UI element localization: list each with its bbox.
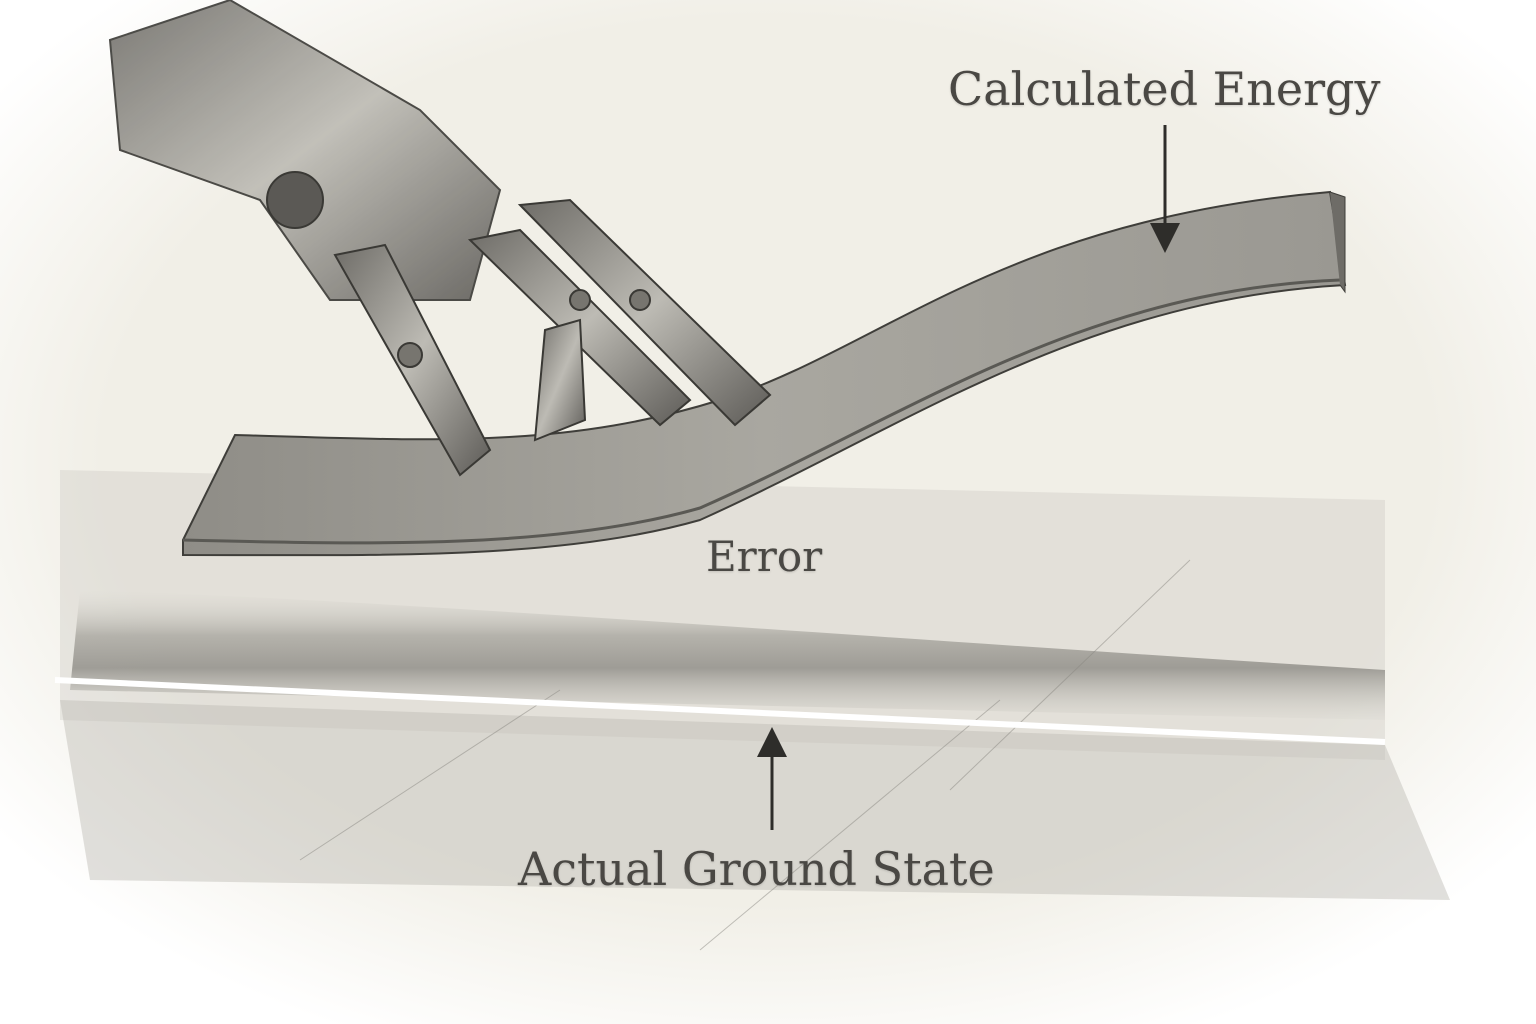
error-label: Error [706, 532, 823, 581]
actual-ground-state-label: Actual Ground State [518, 842, 995, 896]
ground-state-line [54, 677, 1386, 745]
calculated-energy-label: Calculated Energy [948, 62, 1381, 116]
robot-hand [108, 0, 772, 477]
